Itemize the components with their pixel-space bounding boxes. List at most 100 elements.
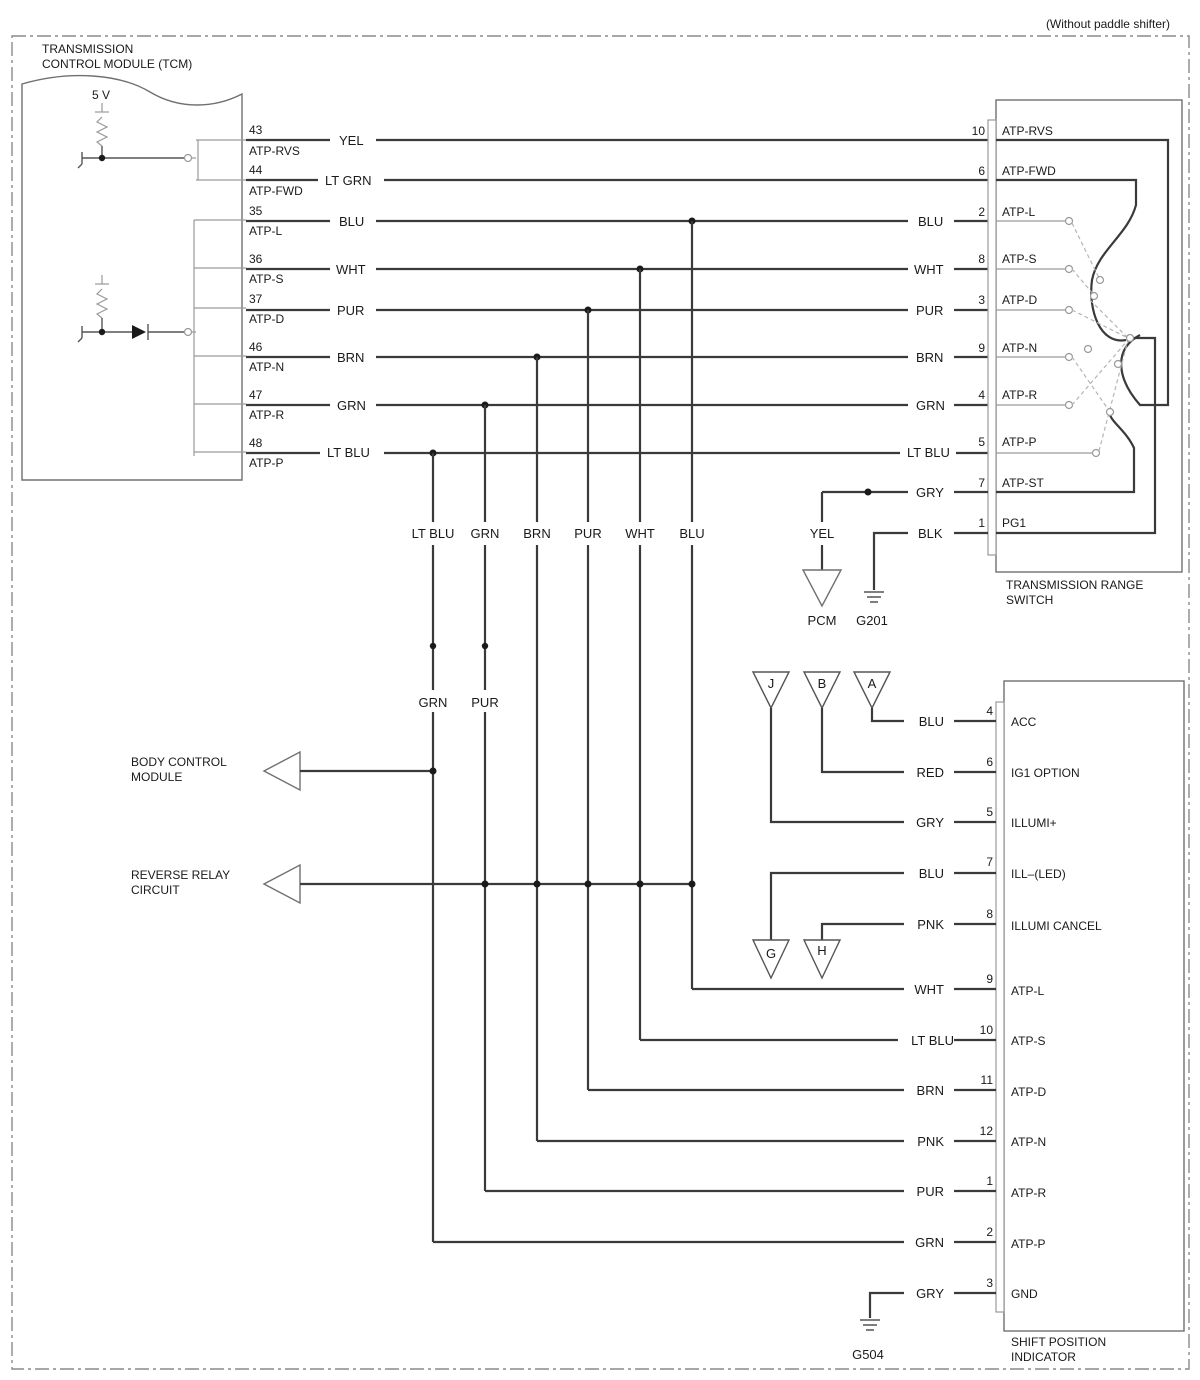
- wire-label: GRN: [915, 1235, 944, 1250]
- splice-dot: [533, 880, 541, 888]
- tcm-pin-name: ATP-D: [249, 312, 284, 326]
- trs-contact: [1064, 264, 1074, 274]
- trs-wiper: [1105, 407, 1115, 417]
- spi-pin-num: 9: [986, 972, 993, 986]
- wire-label: GRY: [916, 485, 944, 500]
- tcm-outline: [21, 74, 243, 481]
- trs-contact: [1091, 448, 1101, 458]
- pcm-connector-icon: [801, 569, 843, 608]
- trs-pin-num: 2: [978, 205, 985, 219]
- pullup-resistor-2: [95, 288, 109, 319]
- tcm-pin-num: 35: [249, 204, 263, 218]
- trs-pin-name: ATP-ST: [1002, 476, 1044, 490]
- trs-outline: [995, 99, 1183, 573]
- spi-pin-num: 7: [986, 855, 993, 869]
- diode-icon: [132, 325, 146, 339]
- trs-wiper: [1125, 333, 1135, 343]
- trs-pin-num: 6: [978, 164, 985, 178]
- header-note: (Without paddle shifter): [1046, 17, 1170, 31]
- spi-pin-num: 8: [986, 907, 993, 921]
- tcm-title-line1: TRANSMISSION: [42, 42, 133, 56]
- trs-pin-name: ATP-S: [1002, 252, 1036, 266]
- spi-pin-num: 12: [980, 1124, 994, 1138]
- output-arrow-icon: [262, 750, 301, 792]
- ground-hook-2: [77, 326, 83, 343]
- wire-acc: [870, 708, 904, 723]
- spi-pin-num: 4: [986, 704, 993, 718]
- pcm-label: PCM: [808, 613, 837, 628]
- spi-outline: [1003, 680, 1185, 1332]
- spi-pin-name: ATP-L: [1011, 984, 1044, 998]
- wire-label: LT BLU: [907, 445, 950, 460]
- wire-label: BLU: [918, 214, 943, 229]
- trs-title-line1: TRANSMISSION RANGE: [1006, 578, 1143, 592]
- spi-pin-name: IG1 OPTION: [1011, 766, 1080, 780]
- output-label: MODULE: [131, 770, 182, 784]
- spi-pin-name: ILLUMI+: [1011, 816, 1057, 830]
- wire-ill-led: [769, 871, 904, 940]
- internal-bus-2: [192, 219, 246, 456]
- trs-contact: [1064, 400, 1074, 410]
- shift-position-indicator: SHIFT POSITION INDICATOR 4 ACC BLU 6 IG1…: [433, 671, 1185, 1364]
- trs-pin-name: ATP-FWD: [1002, 164, 1056, 178]
- spi-pin-num: 10: [980, 1023, 994, 1037]
- tcm-pin-num: 47: [249, 388, 263, 402]
- tcm-supply-label: 5 V: [92, 88, 110, 102]
- ground-label: G504: [852, 1347, 884, 1362]
- trs-pin-name: ATP-R: [1002, 388, 1037, 402]
- trs-pin-num: 4: [978, 388, 985, 402]
- ground-hook-1: [77, 152, 83, 169]
- connector-label: H: [817, 943, 826, 958]
- spi-pin-num: 1: [986, 1174, 993, 1188]
- connector-dot: [481, 642, 489, 650]
- wire-illumi-cancel: [820, 922, 904, 940]
- wire-label: PNK: [917, 917, 944, 932]
- splice-dot: [688, 880, 696, 888]
- transmission-range-switch: TRANSMISSION RANGE SWITCH 10 ATP-RVS 6 A…: [801, 99, 1183, 628]
- pullup-resistor-1: [95, 116, 109, 147]
- tcm-title-line2: CONTROL MODULE (TCM): [42, 57, 192, 71]
- wire-label: GRY: [916, 1286, 944, 1301]
- junction-dot: [98, 154, 106, 162]
- trunk-wires: LT BLU GRN BRN PUR WHT BLU GRN PUR: [412, 221, 705, 1242]
- wire-label: GRY: [916, 815, 944, 830]
- trs-contact: [1064, 352, 1074, 362]
- spi-pin-name: GND: [1011, 1287, 1038, 1301]
- tcm-pin-num: 48: [249, 436, 263, 450]
- trs-pin-num: 5: [978, 435, 985, 449]
- splice-dot: [864, 488, 872, 496]
- wire-label: PUR: [917, 1184, 944, 1199]
- connector-h-icon: [802, 939, 842, 980]
- spi-pin-name: ACC: [1011, 715, 1037, 729]
- wire-label: LT BLU: [327, 445, 370, 460]
- trs-pin-num: 3: [978, 293, 985, 307]
- trunk-label: PUR: [471, 695, 498, 710]
- tcm-pin-num: 43: [249, 123, 263, 137]
- wire-label: PNK: [917, 1134, 944, 1149]
- spi-connector-bar: [995, 701, 1005, 1313]
- splice-dot: [636, 880, 644, 888]
- spi-pin-num: 3: [986, 1276, 993, 1290]
- wire-label: WHT: [336, 262, 366, 277]
- wire-label: BRN: [916, 350, 943, 365]
- connector-label: G: [766, 946, 776, 961]
- spi-pin-num: 6: [986, 755, 993, 769]
- trs-pin-num: 9: [978, 341, 985, 355]
- trs-pin-name: ATP-N: [1002, 341, 1037, 355]
- splice-dot: [429, 767, 437, 775]
- junction-dot: [98, 328, 106, 336]
- trs-title-line2: SWITCH: [1006, 593, 1053, 607]
- spi-pin-name: ATP-D: [1011, 1085, 1046, 1099]
- trunk-label: WHT: [625, 526, 655, 541]
- main-wires: YEL LT GRN BLU BLU WHT WHT PUR PUR BRN B…: [246, 133, 988, 460]
- spi-pin-name: ATP-P: [1011, 1237, 1045, 1251]
- connector-g-icon: [751, 939, 791, 980]
- wire-label: PUR: [916, 303, 943, 318]
- tcm-pin-name: ATP-R: [249, 408, 284, 422]
- trs-wiper: [1083, 344, 1093, 354]
- wire-label: PUR: [337, 303, 364, 318]
- spi-pin-num: 5: [986, 805, 993, 819]
- trs-pin-num: 10: [972, 124, 986, 138]
